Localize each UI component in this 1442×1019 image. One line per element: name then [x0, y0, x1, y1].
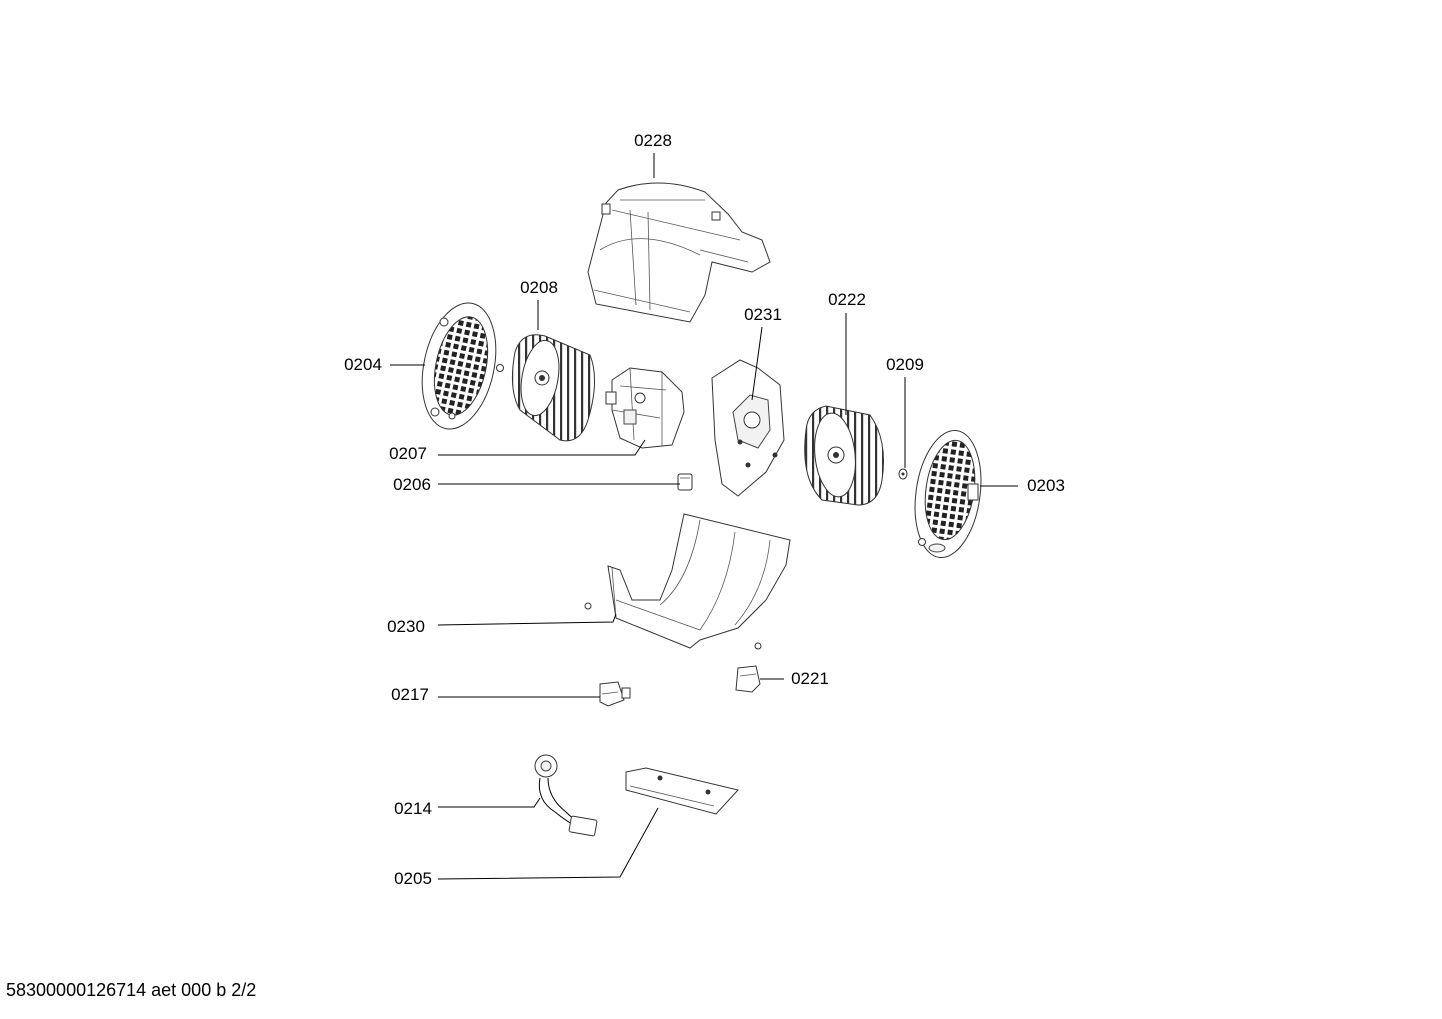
label-0204: 0204 — [344, 355, 382, 374]
label-0230: 0230 — [387, 617, 425, 636]
label-0222: 0222 — [828, 290, 866, 309]
part-0231-mounting-plate[interactable] — [711, 359, 785, 497]
part-0206-clip[interactable] — [677, 473, 693, 491]
part-0214-cable[interactable] — [534, 754, 598, 837]
part-0209-nut[interactable] — [898, 468, 908, 480]
label-0217: 0217 — [391, 685, 429, 704]
label-0231: 0231 — [744, 305, 782, 324]
part-0228-housing-top[interactable] — [587, 182, 771, 323]
part-0221-connector[interactable] — [735, 665, 761, 693]
leader-0231 — [751, 326, 763, 401]
leader-0230 — [437, 613, 617, 626]
part-0207-motor[interactable] — [605, 367, 685, 449]
label-0205: 0205 — [394, 869, 432, 888]
part-0203-right-grille[interactable] — [907, 426, 988, 562]
part-0204-left-grille[interactable] — [411, 296, 506, 436]
part-0208-left-blower-wheel[interactable] — [496, 334, 596, 442]
label-0214: 0214 — [394, 799, 432, 818]
part-0205-bracket[interactable] — [625, 767, 739, 815]
label-0203: 0203 — [1027, 476, 1065, 495]
label-0206: 0206 — [393, 475, 431, 494]
part-labels: 0228 0208 0231 0222 0204 0209 0207 0206 … — [344, 131, 1065, 888]
label-0228: 0228 — [634, 131, 672, 150]
label-0207: 0207 — [389, 444, 427, 463]
part-0222-right-blower-wheel[interactable] — [804, 405, 884, 506]
leader-0207 — [438, 439, 646, 456]
label-0221: 0221 — [791, 669, 829, 688]
label-0208: 0208 — [520, 278, 558, 297]
leader-0214 — [438, 797, 541, 808]
leader-0205 — [437, 807, 659, 880]
part-0230-lower-housing[interactable] — [584, 513, 791, 650]
part-0217-switch[interactable] — [599, 681, 631, 707]
label-0209: 0209 — [886, 355, 924, 374]
leader-lines — [390, 153, 1018, 880]
document-id-footer: 58300000126714 aet 000 b 2/2 — [6, 980, 257, 1000]
